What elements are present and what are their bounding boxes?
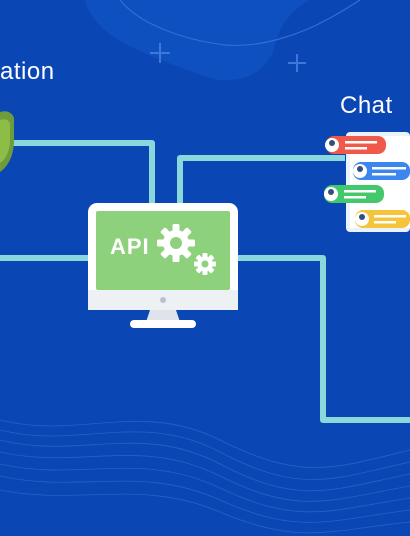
chat-bubble-green xyxy=(324,185,384,203)
bg-blob-outline xyxy=(119,0,361,47)
right-section-label: Chat xyxy=(340,92,393,119)
plus-decoration-1 xyxy=(150,43,170,63)
connector-top-left xyxy=(0,140,155,205)
chat-screen-icon xyxy=(324,132,410,232)
plus-decoration-2 xyxy=(288,54,306,72)
bg-wave-lines xyxy=(0,419,410,534)
left-section-label: ation xyxy=(0,58,55,85)
chat-bubble-red xyxy=(325,136,386,154)
chat-bubble-yellow xyxy=(355,210,410,228)
connector-bottom-right xyxy=(237,255,410,423)
connector-lines xyxy=(0,140,410,423)
gears-icon xyxy=(157,224,216,275)
api-label: API xyxy=(110,234,150,259)
chat-bubble-blue xyxy=(353,162,410,180)
api-monitor-icon xyxy=(88,203,238,328)
connector-top-right xyxy=(177,155,345,205)
